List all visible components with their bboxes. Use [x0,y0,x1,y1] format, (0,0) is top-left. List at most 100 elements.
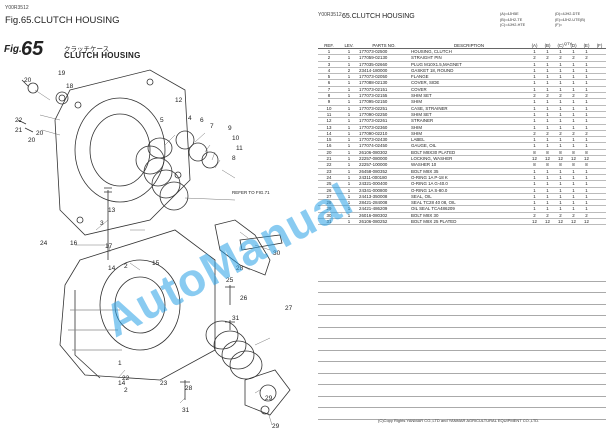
large-shim-ring [143,157,173,187]
part-no-cell: 22257-100000 [358,161,410,169]
description-cell: O-RING 1A S-80.0 [410,187,528,194]
callout-number: 4 [188,115,192,122]
qty-cell: 1 [567,73,580,81]
lever-arm-part [239,234,283,251]
ref-cell: 12 [318,117,340,125]
qty-cell: 1 [528,142,541,150]
callout-number: 25 [226,277,234,284]
lev-cell: 1 [340,205,358,213]
qty-cell: 2 [580,54,593,62]
callout-number: 20 [28,137,36,144]
lev-cell: 1 [340,48,358,56]
callout-number: 14 [118,380,126,387]
part-no-cell: 177073-02155 [358,92,410,100]
lev-cell: 2 [340,67,358,75]
ref-cell: 16 [318,142,340,150]
callout-number: 1 [118,360,122,367]
strainer-ring [175,130,195,150]
fig-number: 65 [21,38,44,60]
qty-cell: 1 [567,187,580,194]
qty-cell: 1 [580,73,593,81]
part-no-cell: 177073-02261 [358,117,410,125]
callout-number: 2 [124,387,128,394]
description-cell: LOCKING, WASHER [410,155,528,163]
qty-cell: 1 [567,67,580,75]
ref-cell: 25 [318,180,340,188]
blank-row [318,408,606,420]
qty-cell: 2 [541,212,554,220]
doc-code-right: Y00R3512 [318,12,342,18]
bolt-hole [174,171,182,179]
part-no-cell: 177073-02251 [358,105,410,112]
qty-cell: 1 [580,105,593,112]
callout-number: 29 [272,423,280,430]
qty-cell: 8 [580,149,593,157]
blank-row [318,316,606,328]
part-no-cell: 24311-000180 [358,174,410,182]
doc-code: Y00R3512 [5,5,29,11]
callout-number: 6 [200,117,204,124]
qty-cell: 1 [554,67,567,75]
qty-cell: 1 [528,61,541,68]
qty-cell: 1 [541,111,554,119]
qty-cell [593,187,606,194]
qty-cell: 1 [528,67,541,75]
qty-cell: 1 [554,142,567,150]
part-no-cell: 177073-02050 [358,73,410,81]
qty-cell: 1 [528,117,541,125]
qty-cell: 1 [541,86,554,94]
qty-cell: 2 [567,212,580,220]
description-cell: COVER, SIDE [410,79,528,87]
part-no-cell: 26106-080252 [358,218,410,226]
qty-cell: 1 [567,117,580,125]
qty-cell [593,105,606,112]
col-ref: REF. [318,42,340,49]
qty-cell: 2 [567,130,580,138]
seal-part [259,384,277,402]
qty-cell: 1 [554,168,567,175]
qty-cell: 1 [580,180,593,188]
qty-cell: 1 [554,174,567,182]
qty-cell: 1 [528,136,541,144]
blank-row [318,270,606,282]
part-no-cell: 26016-080302 [358,212,410,220]
qty-cell: 1 [528,105,541,112]
callout-number: 15 [152,260,160,267]
description-cell: SHIM [410,124,528,131]
lev-cell: 1 [340,161,358,169]
qty-cell: 8 [567,149,580,157]
callout-number: 12 [175,97,183,104]
qty-cell: 1 [567,205,580,213]
callout-number: 16 [70,240,78,247]
ref-cell: 24 [318,174,340,182]
qty-cell: 1 [580,124,593,131]
diagram-page: Y00R3512 Fig.65.CLUTCH HOUSING Fig. 65 ク… [0,0,305,433]
qty-cell: 1 [567,86,580,94]
callout-number: 28 [185,385,193,392]
qty-cell: 1 [580,117,593,125]
lower-housing-inner-bore [114,276,166,334]
shim-set-ring [201,151,219,169]
qty-cell: 1 [541,105,554,112]
qty-cell: 12 [541,218,554,226]
qty-cell: 1 [554,73,567,81]
bolt-parts [17,79,34,133]
callout-number: 30 [273,250,281,257]
part-no-cell: 26458-080352 [358,168,410,175]
variant-c: (C)=4JH2-HTE [500,23,526,28]
ref-cell: 3 [318,61,340,68]
qty-cell: 1 [541,193,554,201]
lev-cell: 1 [340,111,358,119]
qty-cell [593,98,606,106]
qty-cell: 1 [528,205,541,213]
col-qty-d: (D) [567,42,580,49]
description-cell: SHIM SET [410,111,528,119]
lev-cell: 1 [340,92,358,100]
